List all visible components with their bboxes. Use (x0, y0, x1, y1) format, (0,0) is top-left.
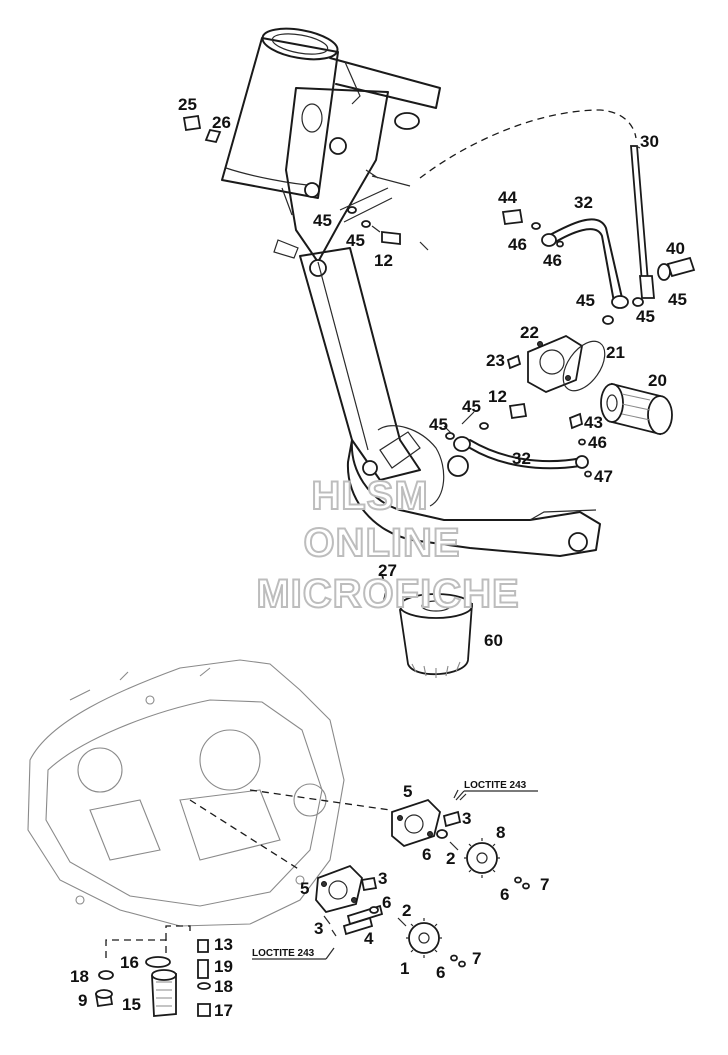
part-label-18-a: 18 (70, 967, 89, 986)
drain-parts-drawing (94, 925, 211, 1017)
watermark: HLSM ONLINE MICROFICHE (255, 473, 519, 617)
part-label-2-lower: 2 (402, 901, 411, 920)
part-label-32-upper: 32 (574, 193, 593, 212)
part-label-7-upper: 7 (540, 875, 549, 894)
oil-pump-lower-drawing (315, 864, 466, 968)
part-label-3-c: 3 (314, 919, 323, 938)
part-label-60: 60 (484, 631, 503, 650)
part-label-1: 1 (400, 959, 409, 978)
part-label-6-a: 6 (422, 845, 431, 864)
watermark-line-1: HLSM (311, 474, 428, 518)
part-label-19: 19 (214, 957, 233, 976)
part-label-2-upper: 2 (446, 849, 455, 868)
watermark-line-3: MICROFICHE (256, 572, 519, 616)
oil-pump-upper-drawing (391, 789, 530, 890)
part-label-23: 23 (486, 351, 505, 370)
part-label-43: 43 (584, 413, 603, 432)
part-label-6-b: 6 (500, 885, 509, 904)
part-label-46-c: 46 (588, 433, 607, 452)
part-label-20: 20 (648, 371, 667, 390)
part-label-45-c: 45 (668, 290, 687, 309)
part-label-3-b: 3 (378, 869, 387, 888)
part-label-44: 44 (498, 188, 517, 207)
part-label-30: 30 (640, 132, 659, 151)
part-label-6-d: 6 (436, 963, 445, 982)
part-label-12-upper: 12 (374, 251, 393, 270)
part-label-46-a: 46 (508, 235, 527, 254)
loctite-notes: LOCTITE 243 LOCTITE 243 (252, 780, 538, 960)
part-label-25: 25 (178, 95, 197, 114)
part-label-13: 13 (214, 935, 233, 954)
part-label-18-b: 18 (214, 977, 233, 996)
part-label-15: 15 (122, 995, 141, 1014)
part-label-47: 47 (594, 467, 613, 486)
part-label-22: 22 (520, 323, 539, 342)
part-label-21: 21 (606, 343, 625, 362)
watermark-line-2: ONLINE (303, 521, 460, 565)
part-label-5-upper: 5 (403, 782, 412, 801)
part-label-45-d: 45 (576, 291, 595, 310)
oil-lines-drawing (182, 109, 696, 325)
part-label-45-a: 45 (313, 211, 332, 230)
loctite-note-top: LOCTITE 243 (464, 780, 527, 791)
part-label-40: 40 (666, 239, 685, 258)
part-labels: 25 26 30 44 32 45 45 46 46 12 40 45 45 4… (70, 95, 687, 1020)
part-label-45-b: 45 (346, 231, 365, 250)
part-label-17: 17 (214, 1001, 233, 1020)
part-label-16: 16 (120, 953, 139, 972)
part-label-8: 8 (496, 823, 505, 842)
loctite-note-bottom: LOCTITE 243 (252, 948, 315, 959)
oil-filter-element (600, 382, 673, 436)
part-label-46-b: 46 (543, 251, 562, 270)
oil-filter-cover-drawing (445, 334, 673, 478)
engine-case-drawing (27, 659, 391, 927)
part-label-45-e: 45 (636, 307, 655, 326)
part-label-3-upper: 3 (462, 809, 471, 828)
part-label-5-lower: 5 (300, 879, 309, 898)
part-label-45-f: 45 (462, 397, 481, 416)
part-label-4: 4 (364, 929, 374, 948)
frame-drawing (221, 27, 601, 557)
part-label-45-g: 45 (429, 415, 448, 434)
part-label-27: 27 (378, 561, 397, 580)
part-label-12-lower: 12 (488, 387, 507, 406)
part-label-9: 9 (78, 991, 87, 1010)
part-label-26: 26 (212, 113, 231, 132)
part-label-7-lower: 7 (472, 949, 481, 968)
leader-lines (371, 145, 641, 435)
part-label-6-c: 6 (382, 893, 391, 912)
part-label-32-lower: 32 (512, 449, 531, 468)
spin-on-filter-drawing (381, 573, 473, 678)
